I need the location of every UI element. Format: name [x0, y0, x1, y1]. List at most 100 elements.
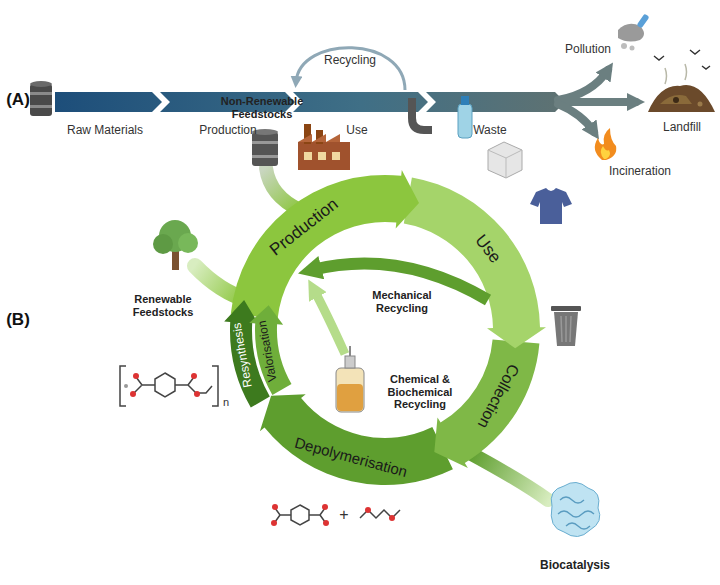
incineration-flame	[595, 128, 616, 160]
pet-polymer-structure	[124, 384, 128, 388]
non-renewable-feed	[266, 168, 300, 210]
barrel-icon	[252, 141, 278, 144]
bin-icon	[551, 306, 581, 311]
pipe-icon	[412, 98, 432, 130]
barrel-icon	[30, 84, 52, 116]
pet-polymer-structure	[134, 377, 212, 393]
pollution-icon	[637, 14, 650, 29]
chemical-recycling-arrow	[314, 290, 345, 354]
recycling-label: Chemical & Biochemical Recycling	[381, 373, 459, 411]
outcome-label: Pollution	[565, 43, 611, 57]
enzyme-icon	[558, 497, 594, 529]
landfill-icon	[665, 64, 687, 84]
pet-polymer-structure	[191, 373, 197, 379]
linear-flow-arrow	[426, 92, 565, 112]
landfill-icon	[648, 85, 715, 112]
collection-band	[434, 339, 539, 468]
bottle-icon	[458, 96, 472, 138]
box-icon	[488, 150, 522, 178]
pollution-icon	[630, 46, 635, 51]
waste-branches	[560, 98, 636, 106]
bottle-icon	[458, 104, 472, 138]
landfill-icon	[673, 97, 679, 103]
outcome-label: Incineration	[609, 165, 671, 179]
reactor-flask	[345, 356, 355, 368]
panel-letter: (B)	[6, 310, 30, 330]
use-band	[404, 177, 546, 348]
monomer-structures	[365, 507, 371, 513]
reactor-flask	[337, 384, 363, 411]
landfill-icon	[698, 102, 703, 107]
pet-polymer-structure	[130, 391, 136, 397]
monomer-structures	[323, 520, 329, 526]
landfill-icon	[660, 95, 692, 104]
bin-icon	[551, 306, 581, 346]
shirt-icon	[530, 188, 572, 224]
stage-label: Waste	[473, 124, 507, 138]
repeat-subscript: n	[223, 396, 229, 409]
tree-icon	[153, 234, 173, 254]
stage-label: Production	[199, 124, 256, 138]
monomer-structures	[272, 504, 278, 510]
recycling-loop	[296, 48, 405, 90]
valorisation-band	[249, 305, 291, 395]
recycling-label: Mechanical Recycling	[362, 289, 442, 314]
incineration-flame	[595, 128, 616, 160]
tree-icon	[178, 233, 198, 253]
bin-icon	[554, 312, 578, 346]
feedstock-label: Non-Renewable Feedstocks	[217, 95, 307, 120]
monomer-structures	[275, 508, 325, 522]
factory-icon	[298, 134, 340, 142]
barrel-icon	[30, 81, 52, 87]
waste-branches	[558, 70, 636, 132]
monomer-structures	[322, 504, 328, 510]
monomer-structures	[271, 504, 400, 526]
pet-polymer-structure	[194, 391, 200, 397]
box-icon	[488, 142, 522, 178]
pet-polymer-structure	[120, 366, 218, 406]
pollution-icon	[621, 43, 627, 49]
box-icon	[488, 142, 522, 178]
factory-icon	[298, 142, 350, 170]
reactor-flask	[349, 346, 351, 356]
factory-icon	[318, 152, 326, 160]
bin-icon	[561, 316, 571, 342]
panel-letter: (A)	[6, 90, 30, 110]
barrel-icon	[30, 81, 52, 116]
linear-flow-arrow	[55, 92, 162, 112]
enzyme-icon	[551, 482, 600, 536]
linear-flow-arrow	[293, 92, 428, 112]
stage-label: Use	[346, 124, 367, 138]
linear-flow-arrow	[55, 92, 565, 112]
enzyme-label: Biocatalysis	[540, 559, 610, 573]
pollution-icon	[618, 14, 649, 51]
reactor-flask	[336, 346, 364, 412]
stage-label: Raw Materials	[67, 124, 143, 138]
waste-branches	[558, 104, 594, 132]
waste-branches	[558, 70, 608, 100]
tree-icon	[153, 220, 198, 270]
factory-icon	[332, 152, 340, 160]
shirt-icon	[530, 188, 572, 224]
reactor-flask	[336, 368, 364, 412]
pet-polymer-structure	[133, 373, 139, 379]
enzyme-icon	[551, 482, 600, 536]
outcome-label: Landfill	[663, 121, 701, 135]
barrel-icon	[252, 155, 278, 158]
pet-polymer-structure	[120, 366, 218, 406]
loop-label: Recycling	[324, 54, 376, 68]
pipe-icon	[412, 98, 432, 130]
monomer-structures	[291, 505, 309, 525]
monomer-structures	[389, 515, 395, 521]
factory-icon	[304, 152, 312, 160]
biocatalysis-link	[468, 452, 548, 500]
incineration-flame	[601, 146, 610, 159]
bottle-icon	[461, 96, 469, 105]
monomer-structures	[271, 520, 277, 526]
plus-sign: +	[339, 506, 348, 524]
landfill-icon	[654, 50, 710, 69]
landfill-icon	[648, 50, 715, 112]
feedstock-label: Renewable Feedstocks	[124, 293, 202, 318]
